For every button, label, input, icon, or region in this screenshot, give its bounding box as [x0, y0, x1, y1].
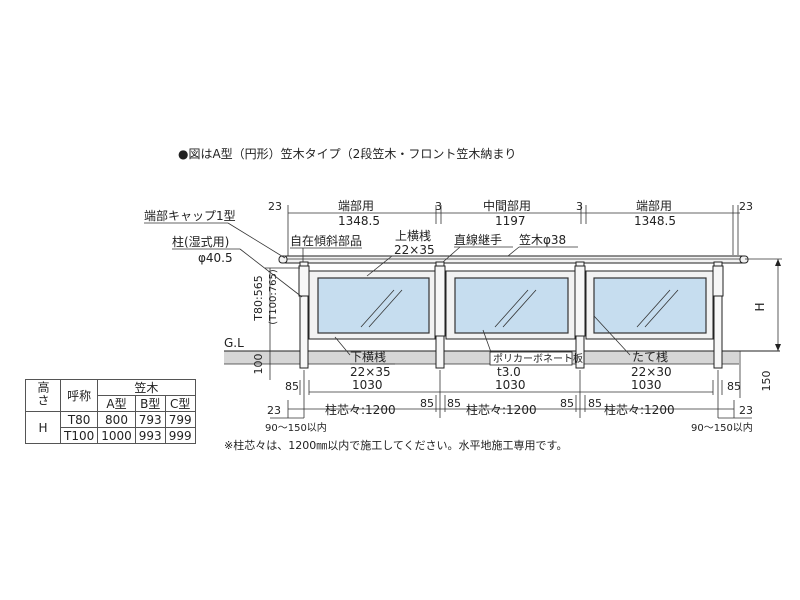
handrail: [278, 255, 749, 264]
row-c: 999: [164, 427, 196, 444]
dim-23-right: 23: [739, 404, 753, 417]
row-b: 993: [134, 427, 166, 444]
h-label-2: H: [25, 411, 61, 444]
col-c-header: C型: [164, 395, 196, 412]
bottom-rail-len: 1030: [352, 378, 383, 392]
row-a: 1000: [97, 427, 136, 444]
dim-gap2: 3: [576, 200, 583, 213]
bottom-rail-size: 22×35: [350, 365, 391, 379]
dim-85-b: 85: [727, 380, 741, 393]
dim-85-c: 85: [420, 397, 434, 410]
post-4-bracket: [712, 265, 724, 297]
panel-thk: t3.0: [497, 365, 521, 379]
glass-panel-1: [317, 277, 430, 334]
dim-left-section-title: 端部用: [338, 198, 374, 213]
post-1: [299, 261, 309, 369]
pitch-1: 柱芯々:1200: [325, 402, 396, 417]
glass-panel-2: [454, 277, 569, 334]
top-dimension-line: 23 端部用 1348.5 3 中間部用 1197 3 端部用 1348.5 2…: [268, 198, 753, 262]
handrail-label: 笠木φ38: [519, 232, 566, 247]
stile-label: たて桟: [632, 350, 668, 364]
panel-len: 1030: [495, 378, 526, 392]
panel-label: ポリカーボネート板: [493, 352, 583, 365]
panel-1: [308, 270, 436, 340]
leader-labels: 端部キャップ1型 柱(湿式用) φ40.5 自在傾斜部品 上横桟 22×35 直…: [144, 208, 578, 298]
row-a: 800: [97, 411, 136, 428]
row-c: 799: [164, 411, 196, 428]
height-t100: (T100:765): [268, 269, 279, 325]
row-b: 793: [134, 411, 166, 428]
bottom-dimensions: 85 85 85 85 85 85 23 23 柱芯々:1200 柱芯々:120…: [265, 370, 753, 434]
pitch-3: 柱芯々:1200: [604, 402, 675, 417]
dim-mid-section-title: 中間部用: [483, 198, 531, 213]
range-left: 90～150以内: [265, 421, 327, 434]
row-name: T100: [59, 427, 99, 444]
dim-mid-section-len: 1197: [495, 214, 526, 228]
post-4: [713, 261, 723, 369]
height-t80: T80:565: [252, 275, 265, 321]
post-dia-label: φ40.5: [198, 251, 233, 265]
bottom-rail-label: 下横桟: [350, 350, 386, 364]
post-label: 柱(湿式用): [172, 234, 229, 249]
dim-right-end-gap: 23: [739, 200, 753, 213]
col-b-header: B型: [134, 395, 166, 412]
end-cap-label: 端部キャップ1型: [144, 208, 236, 223]
stile-size: 22×30: [631, 365, 672, 379]
glass-panel-3: [593, 277, 707, 334]
dim-85-d: 85: [447, 397, 461, 410]
top-rail-label: 上横桟: [395, 229, 431, 243]
dim-right-section-len: 1348.5: [634, 214, 676, 228]
dim-left-section-len: 1348.5: [338, 214, 380, 228]
dim-85-f: 85: [588, 397, 602, 410]
pitch-2: 柱芯々:1200: [466, 402, 537, 417]
dim-right-section-title: 端部用: [636, 198, 672, 213]
dim-85-e: 85: [560, 397, 574, 410]
free-tilt-label: 自在傾斜部品: [290, 233, 362, 248]
dim-gap1: 3: [435, 200, 442, 213]
range-right: 90～150以内: [691, 421, 753, 434]
row-name: T80: [59, 411, 99, 428]
panel-2: [445, 270, 576, 340]
height-dimensions: T80:565 (T100:765) G.L 100 H 150: [224, 258, 782, 398]
ground-depth-right: 150: [760, 371, 773, 392]
h-mark: H: [753, 302, 767, 311]
ground-depth-left: 100: [252, 354, 265, 375]
end-cap-right: [739, 255, 749, 264]
diagram-title: ●図はA型（円形）笠木タイプ（2段笠木・フロント笠木納まり: [178, 146, 516, 161]
post-1-bracket: [298, 265, 310, 297]
gl-label: G.L: [224, 336, 244, 350]
note-text: ※柱芯々は、1200㎜以内で施工してください。水平地施工専用です。: [224, 438, 567, 452]
h-label-cell: 高さ: [25, 379, 61, 412]
post-3-bracket: [574, 265, 586, 337]
dim-23-left: 23: [267, 404, 281, 417]
joint-label: 直線継手: [454, 232, 502, 247]
lower-labels: 下横桟 22×35 1030 ポリカーボネート板 t3.0 1030 たて桟 2…: [334, 315, 672, 392]
dim-85-a: 85: [285, 380, 299, 393]
h-label: 高さ: [36, 381, 50, 407]
col-a-header: A型: [97, 395, 136, 412]
panel-3: [585, 270, 714, 340]
top-rail-size: 22×35: [394, 243, 435, 257]
spec-table: 高さ 呼称 笠木 A型 B型 C型 H T80 800 793 799 T100…: [25, 379, 196, 444]
name-label: 呼称: [59, 379, 99, 412]
table-row: H T80 800 793 799: [25, 411, 196, 444]
table-row: T100 1000 993 999: [26, 427, 196, 444]
kasagi-header: 笠木: [97, 379, 196, 396]
dim-left-end-gap: 23: [268, 200, 282, 213]
stile-len: 1030: [631, 378, 662, 392]
ground-band: [224, 351, 739, 364]
post-2-bracket: [434, 265, 446, 337]
